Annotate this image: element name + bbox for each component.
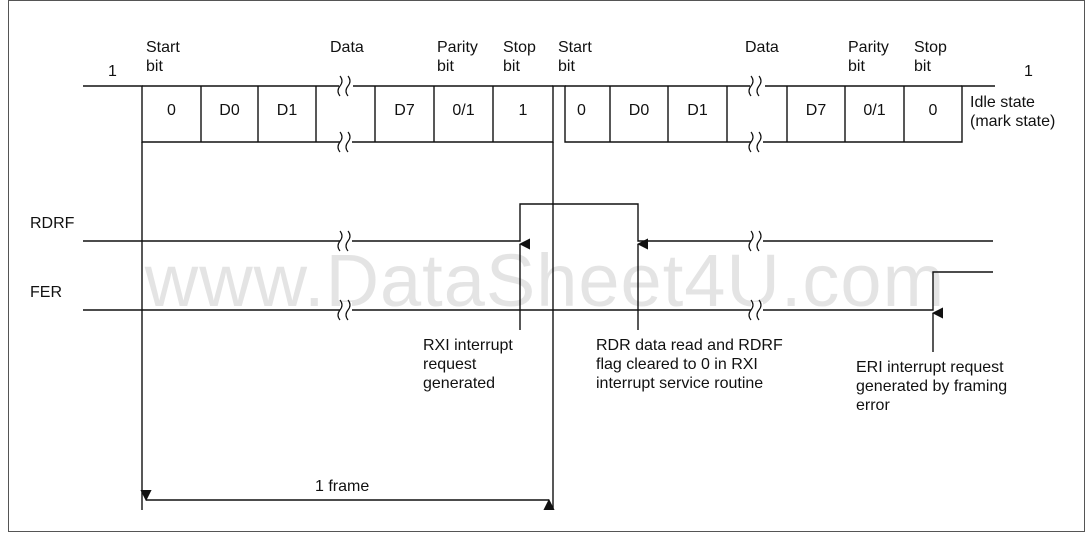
frame-length-label: 1 frame <box>315 478 370 495</box>
idle-level-left: 1 <box>108 63 117 80</box>
bit-cell: 1 <box>518 102 528 119</box>
bit-cell: D7 <box>805 102 827 119</box>
bit-cell: D0 <box>628 102 650 119</box>
data-label-2: Data <box>745 39 779 56</box>
diagram-frame <box>8 0 1085 532</box>
bit-cell: 0/1 <box>452 102 475 119</box>
fer-waveform <box>83 271 993 311</box>
bit-cell: D7 <box>394 102 415 119</box>
bit-cell: 0/1 <box>863 102 886 119</box>
rdrf-signal-label: RDRF <box>30 215 75 232</box>
parity-bit-label-2: Parity bit <box>848 39 889 75</box>
stop-bit-label-2: Stop bit <box>914 39 947 75</box>
bit-cell: 0 <box>167 102 176 119</box>
rxi-annotation: RXI interrupt request generated <box>423 337 513 392</box>
fer-signal-label: FER <box>30 284 62 301</box>
eri-annotation: ERI interrupt request generated by frami… <box>856 359 1008 414</box>
idle-level-right: 1 <box>1024 63 1033 80</box>
bit-cell: D0 <box>219 102 240 119</box>
break-symbol <box>337 75 352 97</box>
start-bit-label-2: Start bit <box>558 39 592 75</box>
bit-cell: D1 <box>276 102 298 119</box>
serial-waveform <box>83 85 995 143</box>
stop-bit-label-1: Stop bit <box>503 39 536 75</box>
watermark: www.DataSheet4U.com <box>144 239 946 322</box>
bit-cell: 0 <box>928 102 938 119</box>
data-label-1: Data <box>330 39 364 56</box>
rdr-annotation: RDR data read and RDRF flag cleared to 0… <box>596 337 783 392</box>
bit-cell: 0 <box>577 102 586 119</box>
parity-bit-label-1: Parity bit <box>437 39 478 75</box>
start-bit-label-1: Start bit <box>146 39 180 75</box>
bit-cell: D1 <box>687 102 708 119</box>
idle-state-label: Idle state (mark state) <box>970 94 1056 130</box>
rdrf-waveform <box>83 203 993 242</box>
